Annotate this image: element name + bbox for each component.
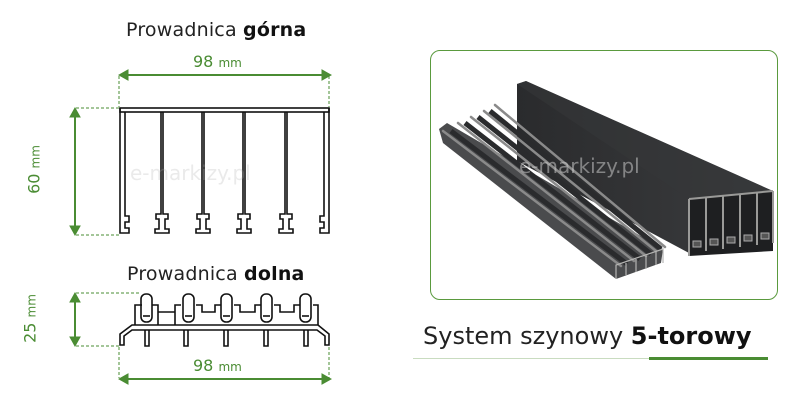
lower-rail-title-regular: Prowadnica: [127, 263, 245, 285]
lower-rail-title-bold: dolna: [244, 263, 305, 285]
lower-width-dimension-arrow: [117, 347, 333, 385]
upper-height-dimension-arrow: [69, 106, 119, 237]
upper-rail-title-regular: Prowadnica: [126, 19, 244, 41]
caption-underline-light: [413, 358, 650, 359]
lower-rail-width-label: 98 mm: [193, 356, 242, 375]
upper-rail-profile: [119, 107, 330, 234]
rail-system-photo: e-markizy.pl: [439, 81, 774, 279]
lower-height-dimension-arrow: [69, 291, 140, 348]
product-photo-card: e-markizy.pl: [430, 50, 778, 300]
caption-underline-accent: [649, 357, 768, 360]
system-caption: System szynowy 5-torowy: [423, 322, 752, 350]
caption-regular: System szynowy: [423, 322, 631, 350]
upper-rail-drawing: e-markizy.pl: [69, 69, 333, 237]
upper-watermark: e-markizy.pl: [130, 161, 251, 185]
lower-rail-photo: [439, 103, 667, 279]
upper-width-unit: mm: [218, 56, 242, 70]
upper-rail-photo: [517, 81, 774, 256]
upper-rail-title: Prowadnica górna: [126, 19, 306, 41]
upper-rail-width-label: 98 mm: [193, 52, 242, 71]
lower-width-unit: mm: [218, 360, 242, 374]
lower-rail-title: Prowadnica dolna: [127, 263, 305, 285]
lower-rail-drawing: [69, 291, 333, 385]
upper-width-dimension-arrow: [117, 69, 333, 107]
lower-rail-profile: [119, 293, 330, 347]
caption-bold: 5-torowy: [630, 322, 752, 350]
photo-watermark: e-markizy.pl: [519, 154, 640, 178]
upper-rail-title-bold: górna: [243, 19, 307, 41]
lower-width-value: 98: [193, 356, 214, 375]
upper-width-value: 98: [193, 52, 214, 71]
